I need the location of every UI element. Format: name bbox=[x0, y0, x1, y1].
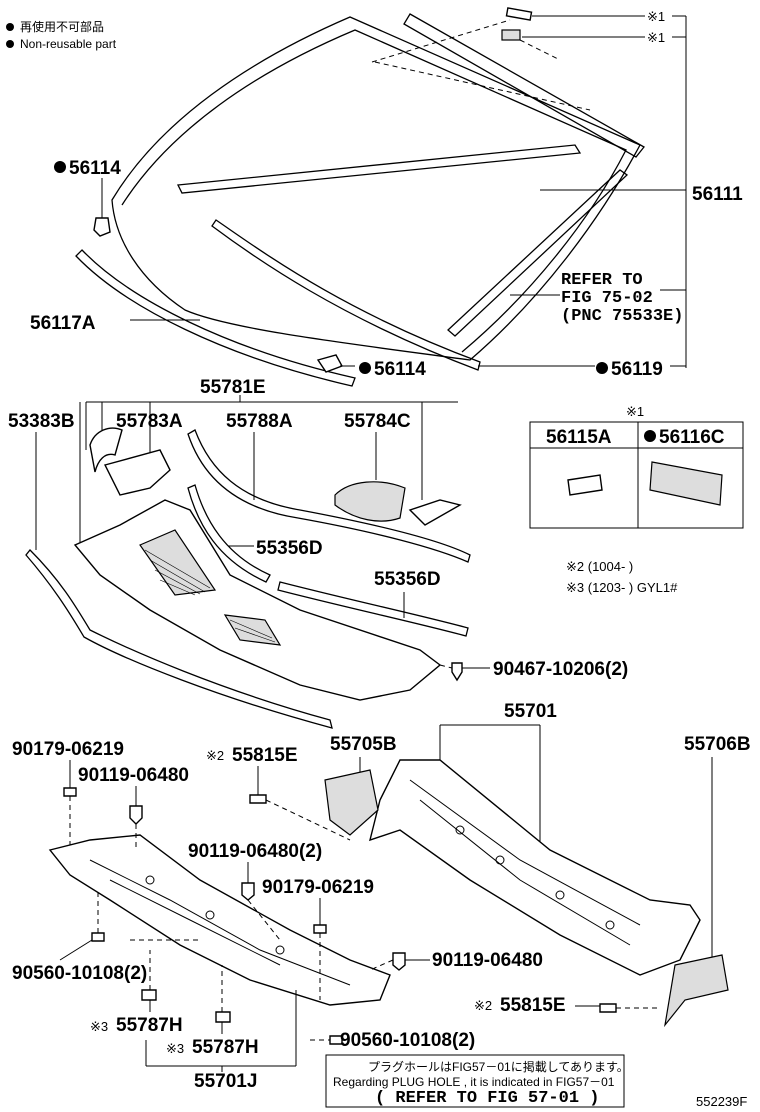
part-55788A: 55788A bbox=[226, 411, 293, 432]
part-90560-b: 90560-10108(2) bbox=[340, 1030, 475, 1051]
clip-55815E-icon bbox=[249, 794, 267, 804]
part-56119: 56119 bbox=[611, 359, 663, 380]
bolt-90119-icon bbox=[129, 805, 143, 825]
cover-55783A-drawing bbox=[103, 449, 171, 496]
non-reusable-bullet-icon bbox=[6, 23, 14, 31]
part-90560-a: 90560-10108(2) bbox=[12, 963, 147, 984]
note3-mark: ※3 bbox=[166, 1041, 184, 1056]
note-2-range: ※2 (1004- ) bbox=[566, 559, 633, 574]
part-90119-c: 90119-06480 bbox=[432, 950, 543, 971]
part-55781E: 55781E bbox=[200, 377, 266, 398]
part-53383B: 53383B bbox=[8, 411, 75, 432]
part-90119-a: 90119-06480 bbox=[78, 765, 189, 786]
part-55705B: 55705B bbox=[330, 734, 397, 755]
note1-mark: ※1 bbox=[647, 9, 665, 24]
non-reusable-bullet-icon bbox=[596, 362, 608, 374]
legend-en: Non-reusable part bbox=[20, 37, 117, 51]
clip-icon bbox=[501, 29, 521, 41]
seal-53383B-drawing bbox=[25, 549, 333, 729]
part-56114-mid: 56114 bbox=[374, 359, 426, 380]
plug-note-ref: ( REFER TO FIG 57-01 ) bbox=[375, 1089, 599, 1108]
part-55783A: 55783A bbox=[116, 411, 183, 432]
part-55815E-b: 55815E bbox=[500, 995, 566, 1016]
cowl-top-panel-drawing bbox=[73, 499, 442, 701]
cover-drawing bbox=[89, 427, 123, 473]
clip-55815E-icon bbox=[599, 1003, 617, 1013]
clip-90179-icon bbox=[63, 787, 77, 797]
part-90119-b: 90119-06480(2) bbox=[188, 841, 322, 862]
clip-55787H-icon bbox=[141, 989, 157, 1001]
legend-jp: 再使用不可部品 bbox=[20, 19, 104, 34]
note2-mark: ※2 bbox=[206, 748, 224, 763]
plug-note-jp: プラグホールはFIG57－01に掲載してあります。 bbox=[368, 1059, 629, 1074]
part-55815E-a: 55815E bbox=[232, 745, 298, 766]
note-3-range: ※3 (1203- ) GYL1# bbox=[566, 580, 678, 595]
figure-id: 552239F bbox=[696, 1094, 747, 1109]
refer-fig75-line3: (PNC 75533E) bbox=[561, 307, 683, 326]
cover-55784C-drawing bbox=[334, 481, 406, 522]
bracket-55706B-drawing bbox=[664, 954, 729, 1028]
part-55356D-b: 55356D bbox=[374, 569, 441, 590]
part-55784C: 55784C bbox=[344, 411, 411, 432]
windshield-glass-drawing bbox=[75, 7, 645, 387]
clip-90467-icon bbox=[451, 662, 463, 682]
seal-55788A-drawing bbox=[187, 429, 471, 563]
part-55356D-a: 55356D bbox=[256, 538, 323, 559]
clip-56116C-icon bbox=[649, 461, 723, 506]
part-55787H-a: 55787H bbox=[116, 1015, 183, 1036]
nut-90560-icon bbox=[91, 932, 105, 942]
clip-icon bbox=[93, 217, 111, 237]
part-90179-a: 90179-06219 bbox=[12, 739, 124, 760]
plug-note-en: Regarding PLUG HOLE , it is indicated in… bbox=[333, 1075, 615, 1089]
non-reusable-bullet-icon bbox=[6, 40, 14, 48]
seal-55356D-drawing bbox=[277, 581, 469, 637]
part-90467: 90467-10206(2) bbox=[493, 659, 628, 680]
part-56111: 56111 bbox=[692, 184, 743, 205]
part-56117A: 56117A bbox=[30, 313, 96, 334]
part-55701J: 55701J bbox=[194, 1071, 257, 1092]
non-reusable-bullet-icon bbox=[644, 430, 656, 442]
note2-mark: ※2 bbox=[474, 998, 492, 1013]
table-col-56116C: 56116C bbox=[659, 427, 725, 448]
seal-55356D-drawing bbox=[187, 484, 271, 583]
clip-90179-icon bbox=[313, 924, 327, 934]
seal-small-drawing bbox=[408, 499, 462, 526]
clip-icon bbox=[505, 7, 533, 21]
part-90179-b: 90179-06219 bbox=[262, 877, 374, 898]
bolt-90119-icon bbox=[392, 952, 406, 971]
part-table bbox=[529, 421, 744, 529]
part-56114-top: 56114 bbox=[69, 158, 121, 179]
nut-90560-icon bbox=[329, 1035, 343, 1045]
non-reusable-bullet-icon bbox=[54, 161, 66, 173]
clip-55787H-icon bbox=[215, 1011, 231, 1023]
refer-fig75-line2: FIG 75-02 bbox=[561, 289, 653, 308]
note3-mark: ※3 bbox=[90, 1019, 108, 1034]
part-55701: 55701 bbox=[504, 701, 557, 722]
part-55787H-b: 55787H bbox=[192, 1037, 259, 1058]
non-reusable-bullet-icon bbox=[359, 362, 371, 374]
plug-hole-note-box bbox=[325, 1054, 625, 1108]
table-col-56115A: 56115A bbox=[546, 427, 612, 448]
part-55706B: 55706B bbox=[684, 734, 751, 755]
cowl-panel-55701J-drawing bbox=[48, 834, 391, 1006]
table-header-mark: ※1 bbox=[626, 404, 644, 419]
cowl-panel-55701-drawing bbox=[369, 759, 701, 976]
clip-56115A-icon bbox=[567, 474, 603, 496]
note1-mark: ※1 bbox=[647, 30, 665, 45]
bracket-55705B-drawing bbox=[324, 769, 379, 836]
bolt-90119-icon bbox=[241, 882, 255, 901]
refer-fig75-line1: REFER TO bbox=[561, 271, 643, 290]
